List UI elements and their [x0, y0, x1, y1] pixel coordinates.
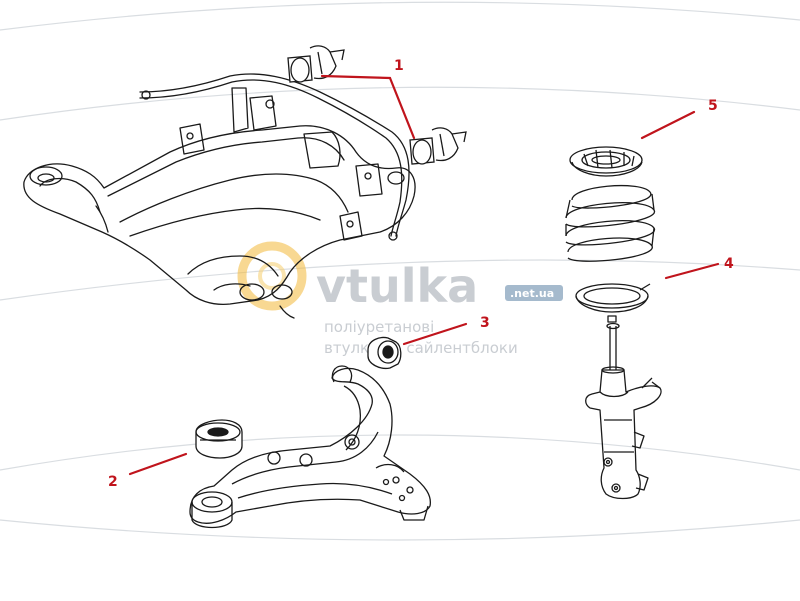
watermark-tagline-line1: поліуретанові: [324, 318, 434, 336]
watermark-logo-inner: [258, 262, 286, 290]
callout-label-4: 4: [724, 256, 734, 272]
callout-1-leader-a: [320, 74, 392, 80]
subframe-drawing: [23, 73, 416, 319]
callout-2-leader: [128, 452, 188, 476]
watermark-tagline-line2: втулки та сайлентблоки: [324, 339, 518, 357]
callout-1-leader-b: [388, 76, 416, 140]
upper-spring-seat: [569, 146, 643, 177]
watermark-logo-icon: [237, 241, 307, 311]
watermark-tld: .net.ua: [510, 287, 554, 300]
background-arcs: [0, 1, 800, 541]
callout-5-leader: [640, 110, 696, 140]
lower-spring-seat: [575, 283, 651, 313]
callout-4-leader: [664, 262, 720, 280]
watermark-brand: vtulka: [316, 259, 478, 313]
callout-labels: 1 2 3 4 5: [108, 58, 734, 490]
watermark: vtulka .net.ua поліуретанові втулки та с…: [237, 241, 563, 357]
stabilizer-bushing-top: [287, 45, 345, 83]
strut-drawing: [565, 146, 662, 500]
coil-spring: [565, 184, 655, 262]
bushing-part-3: [367, 336, 402, 370]
lower-arm-drawing: [189, 365, 432, 529]
callout-label-3: 3: [480, 315, 490, 331]
stabilizer-bushing-side: [409, 127, 467, 165]
callout-label-2: 2: [108, 474, 118, 490]
watermark-tld-badge: [505, 285, 563, 301]
callout-label-5: 5: [708, 98, 718, 114]
bushing-part-2: [195, 419, 243, 459]
callout-label-1: 1: [394, 58, 404, 74]
callouts: [128, 74, 720, 476]
callout-3-leader: [402, 322, 468, 346]
